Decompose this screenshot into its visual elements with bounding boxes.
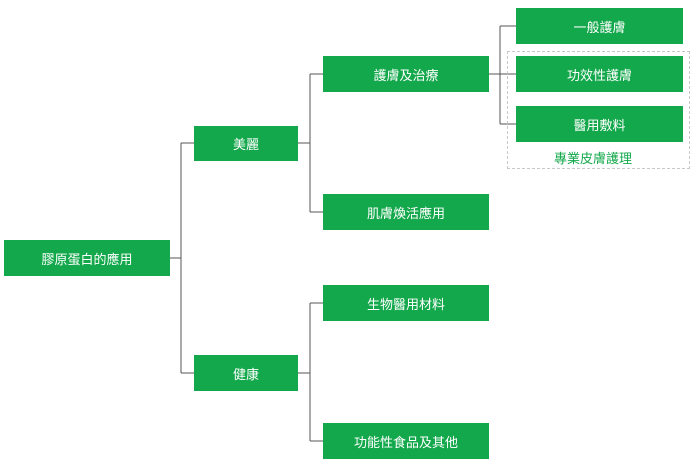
node-general-care: 一般護膚 [516,8,683,44]
connector-skincare [489,25,516,125]
node-biomedical-materials: 生物醫用材料 [323,285,489,321]
professional-care-group [507,51,690,169]
node-functional-food: 功能性食品及其他 [323,423,489,459]
node-skin-rejuvenation: 肌膚煥活應用 [323,194,489,230]
node-beauty: 美麗 [194,126,298,161]
connector-beauty [298,73,323,213]
node-health: 健康 [194,355,298,391]
connector-root [170,142,194,374]
node-root: 膠原蛋白的應用 [4,240,170,276]
node-functional-care: 功效性護膚 [516,56,683,92]
professional-care-label: 專業皮膚護理 [554,152,633,167]
node-medical-dressing: 醫用敷料 [516,106,683,142]
node-skin-care-treatment: 護膚及治療 [323,56,489,92]
connector-health [298,302,323,442]
